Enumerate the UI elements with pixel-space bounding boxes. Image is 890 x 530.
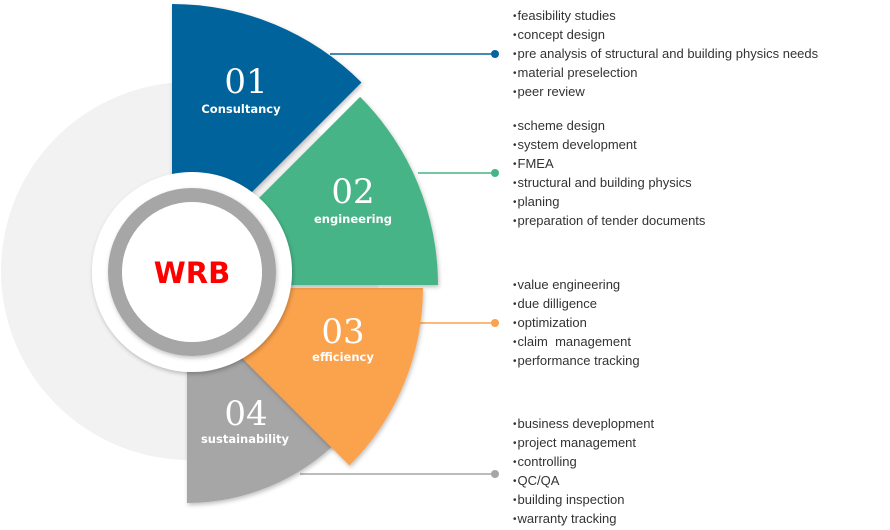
list-item: scheme design [513,116,705,135]
list-item: concept design [513,25,818,44]
list-item: project management [513,433,654,452]
consultancy-items-list: feasibility studies concept design pre a… [513,6,819,101]
center-gray-ring [108,188,276,356]
center-inner-disc [122,202,262,342]
list-item: structural and building physics [513,173,705,192]
segment-label-efficiency: efficiency [312,350,374,364]
list-item: claim management [513,332,640,351]
segment-number-02: 02 [331,172,374,212]
list-item: optimization [513,313,640,332]
list-item: peer review [513,82,818,101]
list-item: pre analysis of structural and building … [513,44,819,63]
list-item: QC/QA [513,471,654,490]
list-item: due dilligence [513,294,640,313]
list-item: performance tracking [513,351,640,370]
segment-number-03: 03 [321,312,364,352]
connector-dot [491,50,499,58]
list-item: feasibility studies [513,6,818,25]
efficiency-items-list: value engineering due dilligence optimiz… [513,275,640,370]
segment-label-engineering: engineering [314,212,392,226]
connector-dot [491,470,499,478]
segment-label-consultancy: Consultancy [201,102,281,116]
list-item: warranty tracking [513,509,654,528]
segment-number-01: 01 [224,62,267,102]
list-item: material preselection [513,63,818,82]
center-logo-text: WRB [154,256,230,290]
list-item: planing [513,192,705,211]
list-item: system development [513,135,705,154]
sustainability-items-list: business deveplopment project management… [513,414,655,528]
list-item: preparation of tender documents [513,211,706,230]
list-item: controlling [513,452,654,471]
segment-number-04: 04 [224,394,267,434]
list-item: value engineering [513,275,640,294]
connector-dot [491,319,499,327]
list-item: FMEA [513,154,705,173]
connector-dot [491,169,499,177]
segment-label-sustainability: sustainability [201,432,290,446]
list-item: business deveplopment [513,414,655,433]
list-item: building inspection [513,490,654,509]
engineering-items-list: scheme design system development FMEA st… [513,116,706,230]
